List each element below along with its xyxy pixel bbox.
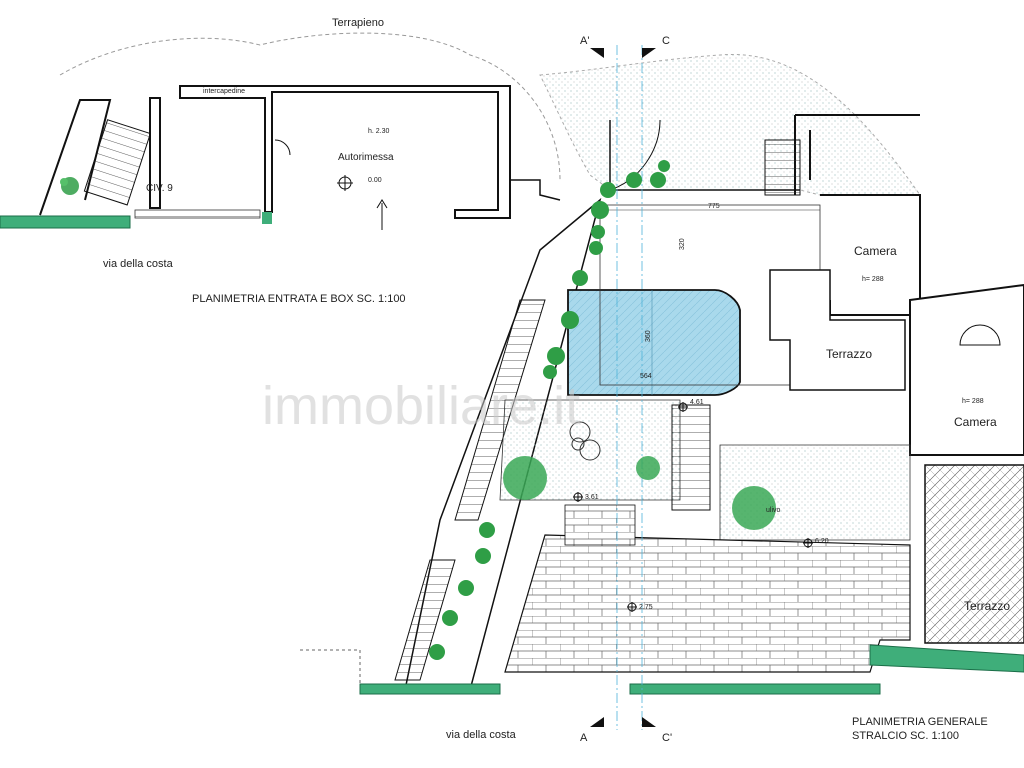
camera-label-2: Camera bbox=[954, 415, 997, 429]
brick-path bbox=[564, 504, 636, 546]
general-plan bbox=[300, 45, 1024, 730]
general-plan-title-2: STRALCIO SC. 1:100 bbox=[852, 730, 959, 742]
entrance-plan bbox=[0, 32, 561, 230]
camera-room-bottom bbox=[909, 283, 1024, 456]
brick-patio bbox=[504, 534, 911, 673]
swimming-pool bbox=[567, 289, 741, 396]
level-marker-361 bbox=[573, 492, 583, 502]
level-label-620: 6.20 bbox=[815, 538, 829, 545]
level-marker-620 bbox=[803, 538, 813, 548]
section-marker-c-bottom bbox=[642, 717, 656, 727]
autorimessa-wall-left bbox=[149, 97, 161, 209]
shrub-entrance bbox=[60, 177, 79, 195]
tree-ulivo bbox=[503, 456, 776, 530]
section-marker-a-bottom bbox=[590, 717, 604, 727]
level-label-361: 3.61 bbox=[585, 494, 599, 501]
boundary-curb bbox=[359, 683, 501, 695]
entry-arrow bbox=[376, 199, 388, 230]
camera-label-1: Camera bbox=[854, 244, 897, 258]
spiral-stair bbox=[959, 324, 1001, 346]
door-swing bbox=[274, 139, 291, 156]
terrazzo-room bbox=[769, 269, 906, 391]
diagonal-stairs bbox=[454, 299, 546, 521]
herringbone-terrazzo bbox=[924, 464, 1024, 644]
section-marker-a-top bbox=[590, 48, 604, 58]
garden-arc bbox=[609, 119, 661, 191]
street-label-top: via della costa bbox=[103, 258, 174, 270]
section-c-top-label: C bbox=[662, 35, 670, 47]
level-marker-275 bbox=[627, 602, 637, 612]
hill-area bbox=[539, 53, 921, 206]
level-label-461: 4.61 bbox=[690, 399, 704, 406]
general-plan-title-1: PLANIMETRIA GENERALE bbox=[852, 716, 988, 728]
dimension-775: 775 bbox=[708, 203, 720, 210]
autorimessa-label: Autorimessa bbox=[338, 152, 394, 163]
section-marker-c-top bbox=[642, 48, 656, 58]
boundary-curb-2 bbox=[629, 683, 881, 695]
boundary-dashed bbox=[300, 649, 361, 684]
dimension-320: 320 bbox=[679, 238, 686, 250]
box-height-label: h. 2.30 bbox=[368, 128, 390, 135]
central-stairs bbox=[671, 404, 711, 511]
level-label-275: 2.75 bbox=[639, 604, 653, 611]
street-label-bottom: via della costa bbox=[446, 729, 517, 741]
section-a-bottom-label: A bbox=[580, 732, 588, 744]
camera-height-1: h= 288 bbox=[862, 276, 884, 283]
entrance-plan-title: PLANIMETRIA ENTRATA E BOX SC. 1:100 bbox=[192, 293, 406, 305]
curb-left bbox=[0, 215, 131, 229]
terrazzo-label-2: Terrazzo bbox=[964, 599, 1010, 613]
ulivo-label: ulivo bbox=[766, 507, 781, 514]
boundary-curb-3 bbox=[869, 644, 1024, 673]
civ-label: CIV. 9 bbox=[146, 183, 173, 194]
autorimessa-walls bbox=[179, 85, 511, 219]
watermark: immobiliare.it bbox=[262, 376, 580, 436]
entrance-stairs bbox=[83, 119, 151, 206]
diagonal-stairs-lower bbox=[394, 559, 456, 681]
intercapedine-label: intercapedine bbox=[203, 88, 245, 95]
box-level-label: 0.00 bbox=[368, 177, 382, 184]
dimension-564: 564 bbox=[640, 373, 652, 380]
section-c-bottom-label: C' bbox=[662, 732, 672, 744]
dimension-360: 360 bbox=[645, 330, 652, 342]
section-a-top-label: A' bbox=[580, 35, 589, 47]
level-marker-461 bbox=[678, 402, 688, 412]
camera-height-2: h= 288 bbox=[962, 398, 984, 405]
curb-box bbox=[262, 212, 272, 224]
shrub-round bbox=[569, 421, 601, 461]
garage-door bbox=[134, 209, 261, 219]
hedge-plants bbox=[429, 160, 670, 660]
wall-right-end bbox=[510, 179, 561, 201]
terrapieno-label: Terrapieno bbox=[332, 17, 384, 29]
terrazzo-label-1: Terrazzo bbox=[826, 347, 872, 361]
terrapieno-outline bbox=[59, 32, 561, 181]
stair-upper-right bbox=[764, 139, 801, 196]
